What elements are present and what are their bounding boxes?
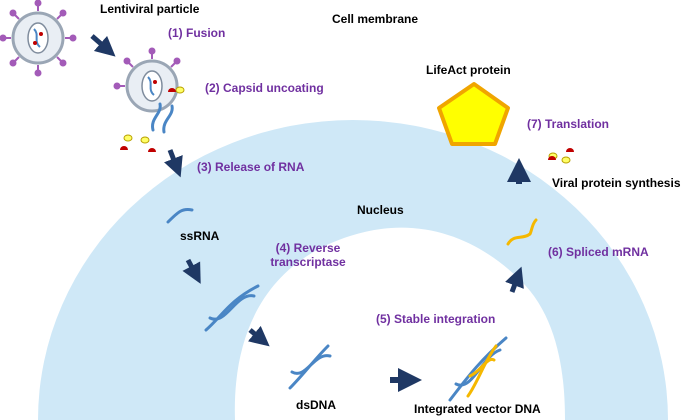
fusing-particle-icon [113,47,181,113]
rna-dna-hybrid-icon [204,284,260,332]
to-dsdna-arrow-icon [247,325,270,347]
fusion-arrow-icon [90,34,116,57]
lifeact-protein-icon [437,82,510,146]
translation-proteins-icon [548,148,574,164]
integrated-vector-dna-icon [448,336,508,402]
nucleus-label: Nucleus [357,203,404,217]
ssrna-label: ssRNA [180,229,220,243]
lentiviral-particle-icon [0,0,77,77]
viral-protein-synthesis-label: Viral protein synthesis [552,176,681,190]
released-rna-icon [151,102,174,134]
step-3-label: (3) Release of RNA [197,160,305,174]
step-1-label: (1) Fusion [168,26,226,40]
viral-proteins-icon [120,86,185,152]
spliced-mrna-icon [506,218,538,246]
integrated-vector-dna-label: Integrated vector DNA [414,402,541,416]
dsdna-icon [288,344,332,390]
release-arrow-icon [164,149,183,178]
step-6-label: (6) Spliced mRNA [548,245,649,259]
dsdna-label: dsDNA [296,398,337,412]
step-5-label: (5) Stable integration [376,312,496,326]
step-4-label: (4) Reverse transcriptase [270,241,346,269]
cell-membrane-label: Cell membrane [332,12,419,26]
lifeact-protein-label: LifeAct protein [426,63,511,77]
export-arrow-icon [505,266,524,293]
ssrna-icon [166,208,194,224]
lentiviral-particle-label: Lentiviral particle [100,2,200,16]
step-2-label: (2) Capsid uncoating [205,81,324,95]
reverse-transcription-arrow-icon [182,258,201,284]
step-7-label: (7) Translation [527,117,610,131]
